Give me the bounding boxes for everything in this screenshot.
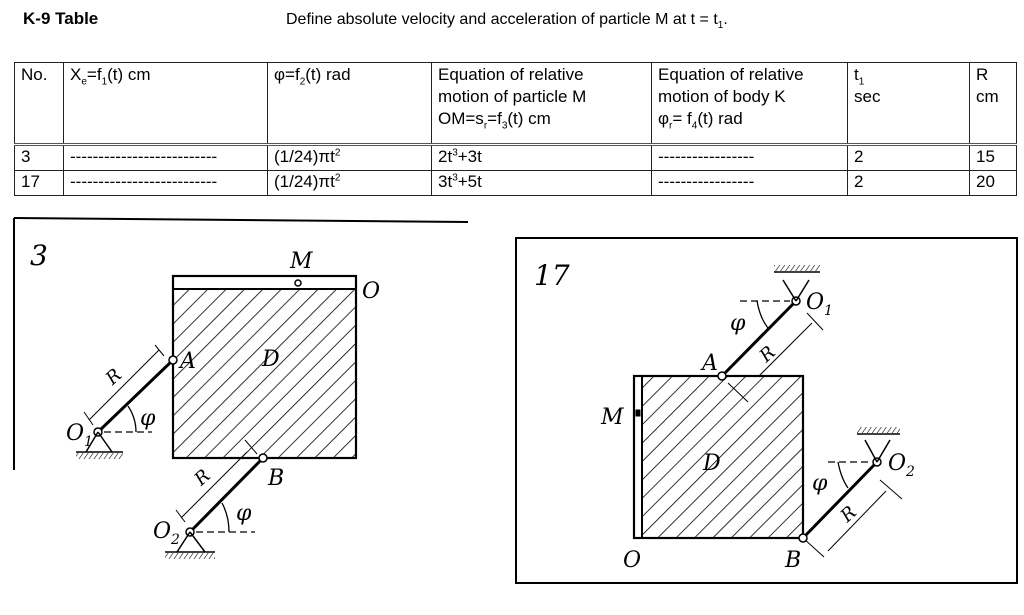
diagram-3 xyxy=(13,217,469,559)
label-R: R xyxy=(755,342,780,367)
label-phi: φ xyxy=(812,471,828,496)
label-R: R xyxy=(190,465,215,490)
phir-sub: r xyxy=(669,120,673,132)
task-subscript: 1 xyxy=(717,20,724,32)
label-M: M xyxy=(289,249,313,274)
cell-no: 3 xyxy=(14,144,64,171)
label-D: D xyxy=(261,347,280,372)
om-l3c: (t) cm xyxy=(507,109,551,128)
label-O2: O2 xyxy=(888,451,915,480)
r-line2: cm xyxy=(976,87,999,106)
label-O: O xyxy=(362,279,380,304)
label-phi: φ xyxy=(730,311,746,336)
xe-rest2: (t) cm xyxy=(107,65,151,84)
om-sub2: 3 xyxy=(501,120,508,132)
phir-l3c: (t) rad xyxy=(697,109,743,128)
label-phi: φ xyxy=(236,501,252,526)
diagram-17 xyxy=(515,237,1018,584)
col-header-phi: φ=f2(t) rad xyxy=(267,62,432,146)
xe-rest: =f xyxy=(86,65,102,84)
t1-line2: sec xyxy=(854,87,881,106)
cell-phi: (1/24)πt2 xyxy=(267,170,432,196)
diagram-number: 17 xyxy=(534,259,570,292)
xe-sub: e xyxy=(81,76,87,88)
om-sup: 3 xyxy=(452,147,458,159)
label-A: A xyxy=(178,349,196,374)
phir-line1: Equation of relative xyxy=(658,65,804,84)
cell-xe: -------------------------- xyxy=(63,170,268,196)
label-B: B xyxy=(784,548,801,573)
om-line3: OM=sr=f3(t) cm xyxy=(438,108,645,132)
label-D: D xyxy=(702,451,721,476)
t1-sub: 1 xyxy=(858,76,865,88)
cell-om: 3t3+5t xyxy=(431,170,652,196)
phi-val: (1/24)πt xyxy=(274,172,335,191)
o1-main: O xyxy=(806,290,824,315)
cell-r: 20 xyxy=(969,170,1017,196)
phir-line2: motion of body K xyxy=(658,87,786,106)
k9-table: No. Xe=f1(t) cm φ=f2(t) rad Equation of … xyxy=(14,62,1017,196)
phi-sub: 2 xyxy=(299,76,306,88)
label-phi: φ xyxy=(140,406,156,431)
table-title: K-9 Table xyxy=(23,9,99,28)
col-header-phir: Equation of relative motion of body K φr= … xyxy=(651,62,848,146)
label-M: M xyxy=(600,405,624,430)
task-period: . xyxy=(723,11,728,28)
table-row: 17 -------------------------- (1/24)πt2 … xyxy=(14,170,1017,196)
t1-l1a: t xyxy=(854,65,859,84)
o2-sub: 2 xyxy=(905,464,915,480)
om-sub: r xyxy=(483,120,488,132)
om-l3a: OM=s xyxy=(438,109,484,128)
om-line1: Equation of relative xyxy=(438,65,584,84)
o1-sub: 1 xyxy=(84,434,93,450)
label-B: B xyxy=(267,466,284,491)
phi-val: (1/24)πt xyxy=(274,147,335,166)
col-header-xe: Xe=f1(t) cm xyxy=(63,62,268,146)
phir-sub2: 4 xyxy=(691,120,698,132)
om-b: +5t xyxy=(457,172,482,191)
label-O2: O2 xyxy=(153,519,180,548)
phi-label: φ=f xyxy=(274,65,300,84)
diagram-number: 3 xyxy=(30,239,48,272)
xe-label: X xyxy=(70,65,82,84)
o1-main: O xyxy=(66,421,84,446)
om-a: 3t xyxy=(438,172,453,191)
phir-line3: φr= f4(t) rad xyxy=(658,108,841,132)
o1-sub: 1 xyxy=(824,303,833,319)
col-header-om: Equation of relative motion of particle M… xyxy=(431,62,652,146)
om-b: +3t xyxy=(457,147,482,166)
o2-main: O xyxy=(888,451,906,476)
xe-sub2: 1 xyxy=(101,76,108,88)
om-l3b: =f xyxy=(487,109,502,128)
o2-main: O xyxy=(153,519,171,544)
phi-sup: 2 xyxy=(334,172,341,184)
label-O: O xyxy=(623,548,641,573)
om-sup: 3 xyxy=(452,172,458,184)
label-O1: O1 xyxy=(66,421,93,450)
phir-l3b: = f xyxy=(672,109,692,128)
label-R: R xyxy=(836,502,861,527)
cell-xe: -------------------------- xyxy=(63,144,268,171)
table-header-row: No. Xe=f1(t) cm φ=f2(t) rad Equation of … xyxy=(14,62,1017,146)
phi-sup: 2 xyxy=(334,147,341,159)
label-A: A xyxy=(700,351,718,376)
task-statement: Define absolute velocity and acceleratio… xyxy=(286,11,728,32)
task-text: Define absolute velocity and acceleratio… xyxy=(286,11,718,28)
o2-sub: 2 xyxy=(170,532,180,548)
phi-rest: (t) rad xyxy=(305,65,351,84)
cell-phir: ----------------- xyxy=(651,170,848,196)
om-a: 2t xyxy=(438,147,453,166)
r-line1: R xyxy=(976,65,989,84)
t1-line1: t1 xyxy=(854,64,963,88)
phir-l3a: φ xyxy=(658,109,670,128)
om-line2: motion of particle M xyxy=(438,87,587,106)
col-no-label: No. xyxy=(21,65,48,84)
label-O1: O1 xyxy=(806,290,833,319)
